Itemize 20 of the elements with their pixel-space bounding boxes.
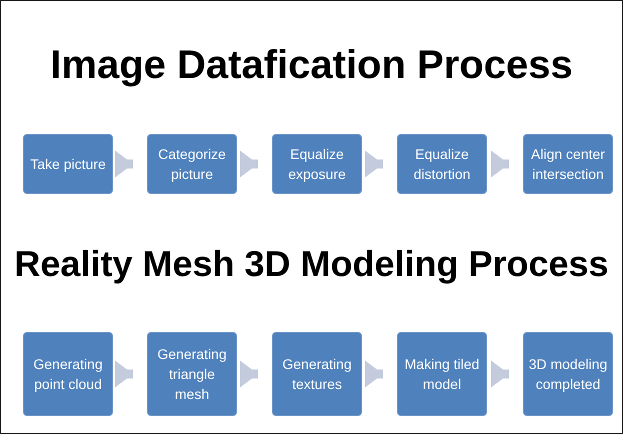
process-box: Generating triangle mesh — [147, 332, 237, 416]
arrow — [365, 360, 383, 388]
process-box: Take picture — [23, 134, 113, 194]
arrow — [491, 150, 509, 178]
process-box: Equalize exposure — [272, 134, 362, 194]
arrow — [365, 150, 383, 178]
arrow — [115, 360, 133, 388]
process-box: Generating textures — [272, 332, 362, 416]
process-box: Making tiled model — [397, 332, 487, 416]
process-box: Categorize picture — [147, 134, 237, 194]
process-box: 3D modeling completed — [523, 332, 613, 416]
arrow — [115, 150, 133, 178]
process-box: Generating point cloud — [23, 332, 113, 416]
arrow — [240, 360, 258, 388]
arrow — [491, 360, 509, 388]
process-box: Align center intersection — [523, 134, 613, 194]
section-heading: Reality Mesh 3D Modeling Process — [13, 243, 610, 285]
arrow — [240, 150, 258, 178]
process-box: Equalize distortion — [397, 134, 487, 194]
title: Image Datafication Process — [49, 43, 574, 88]
